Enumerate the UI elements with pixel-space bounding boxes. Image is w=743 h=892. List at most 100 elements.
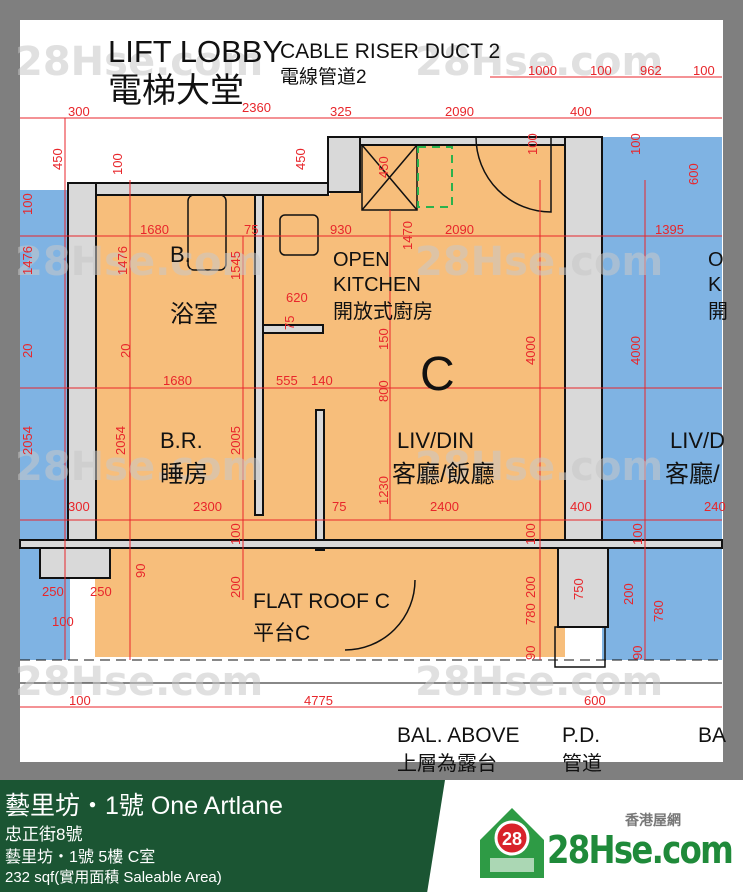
dimension-label: 325: [330, 104, 352, 119]
dimension-label: 1395: [655, 222, 684, 237]
dimension-label: 1230: [376, 476, 391, 505]
listing-info-panel: 藝里坊・1號 One Artlane 忠正街8號 藝里坊・1號 5樓 C室 23…: [0, 780, 445, 892]
dimension-label: 800: [376, 380, 391, 402]
flat-roof-zh-label: 平台C: [253, 622, 310, 645]
pd-box: [554, 626, 606, 668]
dimension-label: 555: [276, 373, 298, 388]
dimension-label: 250: [90, 584, 112, 599]
right-bal-label: BA: [698, 724, 726, 747]
bathroom-label: B.: [170, 242, 191, 267]
dimension-label: 100: [630, 523, 645, 545]
dimension-label: 100: [20, 193, 35, 215]
meter-box: [417, 146, 453, 208]
dimension-label: 100: [525, 133, 540, 155]
unit-letter: C: [420, 348, 455, 401]
dimension-label: 100: [523, 523, 538, 545]
watermark-text: 28Hse.com: [15, 659, 263, 705]
svg-text:28: 28: [502, 829, 522, 849]
toilet-icon: [187, 194, 227, 271]
cable-riser-zh-label: 電線管道2: [280, 66, 367, 88]
dimension-label: 100: [693, 63, 715, 78]
lift-lobby-label: LIFT LOBBY: [108, 34, 283, 69]
listing-banner: 藝里坊・1號 One Artlane 忠正街8號 藝里坊・1號 5樓 C室 23…: [0, 780, 743, 892]
watermark-text: 28Hse.com: [15, 39, 263, 85]
dimension-label: 140: [311, 373, 333, 388]
dimension-label: 600: [686, 163, 701, 185]
dimension-label: 600: [584, 693, 606, 708]
right-livdin-label: LIV/D: [670, 428, 725, 453]
street-address: 忠正街8號: [5, 825, 83, 844]
right-kitchen-zh-label: 開: [708, 301, 728, 323]
kitchen-label-2: KITCHEN: [333, 274, 421, 296]
saleable-area: 232 sqf(實用面積 Saleable Area): [5, 869, 222, 886]
dimension-label: 2400: [430, 499, 459, 514]
kitchen-zh-label: 開放式廚房: [333, 299, 433, 323]
dimension-label: 75: [244, 222, 258, 237]
bal-above-label: BAL. ABOVE: [397, 724, 520, 747]
pd-zh-label: 管道: [562, 752, 602, 775]
room-labels: LIFT LOBBY 電梯大堂 CABLE RISER DUCT 2 電線管道2…: [108, 34, 728, 775]
walls: [19, 136, 723, 628]
dimension-label: 2054: [20, 426, 35, 455]
bathroom-zh-label: 浴室: [170, 301, 218, 328]
dimension-label: 90: [630, 646, 645, 660]
dimension-lines: [20, 76, 722, 708]
dimension-label: 2300: [193, 499, 222, 514]
dimension-label: 100: [110, 153, 125, 175]
dimension-label: 20: [20, 344, 35, 358]
dimension-label: 750: [571, 578, 586, 600]
pd-label: P.D.: [562, 724, 600, 747]
dimension-label: 300: [68, 499, 90, 514]
dimension-label: 100: [628, 133, 643, 155]
dimension-label: 300: [68, 104, 90, 119]
watermark-text: 28Hse.com: [15, 444, 263, 490]
property-title: 藝里坊・1號 One Artlane: [5, 792, 283, 820]
left-neighbor-unit: [20, 190, 70, 660]
dimension-label: 250: [42, 584, 64, 599]
sink-icon: [279, 214, 319, 256]
roof-door-swing: [344, 579, 416, 651]
flat-roof-label: FLAT ROOF C: [253, 590, 390, 613]
unit-address: 藝里坊・1號 5樓 C室: [5, 849, 156, 866]
dimension-label: 1000: [528, 63, 557, 78]
dimension-label: 200: [228, 576, 243, 598]
watermark-text: 28Hse.com: [415, 444, 663, 490]
dimension-label: 1680: [163, 373, 192, 388]
dimension-label: 4000: [523, 336, 538, 365]
dimension-labels: 1000 100 962 100 300 2360 325 2090 400 4…: [20, 63, 726, 708]
dimension-label: 20: [118, 344, 133, 358]
dimension-label: 75: [332, 499, 346, 514]
right-livdin-zh-label: 客廳/: [665, 461, 720, 488]
watermarks: 28Hse.com 28Hse.com 28Hse.com 28Hse.com …: [15, 39, 663, 705]
watermark-text: 28Hse.com: [15, 239, 263, 285]
dimension-label: 2090: [445, 222, 474, 237]
dimension-label: 150: [376, 328, 391, 350]
dimension-label: 1680: [140, 222, 169, 237]
bedroom-zh-label: 睡房: [160, 461, 208, 488]
dimension-label: 450: [50, 148, 65, 170]
dimension-label: 4775: [304, 693, 333, 708]
fixtures: [187, 136, 606, 668]
dimension-label: 100: [52, 614, 74, 629]
watermark-text: 28Hse.com: [415, 39, 663, 85]
livdin-label: LIV/DIN: [397, 428, 474, 453]
dimension-label: 1476: [115, 246, 130, 275]
cable-riser-label: CABLE RISER DUCT 2: [280, 40, 500, 63]
kitchen-label-1: OPEN: [333, 249, 390, 271]
28hse-logo-icon: 28: [480, 808, 544, 878]
dimension-label: 200: [523, 576, 538, 598]
dimension-label: 1476: [20, 246, 35, 275]
logo-subtitle: 香港屋網: [625, 812, 681, 828]
dimension-label: 200: [621, 583, 636, 605]
dimension-label: 75: [282, 316, 297, 330]
dimension-label: 90: [133, 564, 148, 578]
dimension-label: 962: [640, 63, 662, 78]
dimension-label: 780: [651, 600, 666, 622]
dimension-label: 400: [570, 499, 592, 514]
dimension-label: 930: [330, 222, 352, 237]
right-neighbor-unit: [602, 137, 722, 660]
dimension-label: 100: [228, 523, 243, 545]
dimension-label: 400: [570, 104, 592, 119]
livdin-zh-label: 客廳/飯廳: [392, 461, 495, 488]
dimension-label: 2090: [445, 104, 474, 119]
